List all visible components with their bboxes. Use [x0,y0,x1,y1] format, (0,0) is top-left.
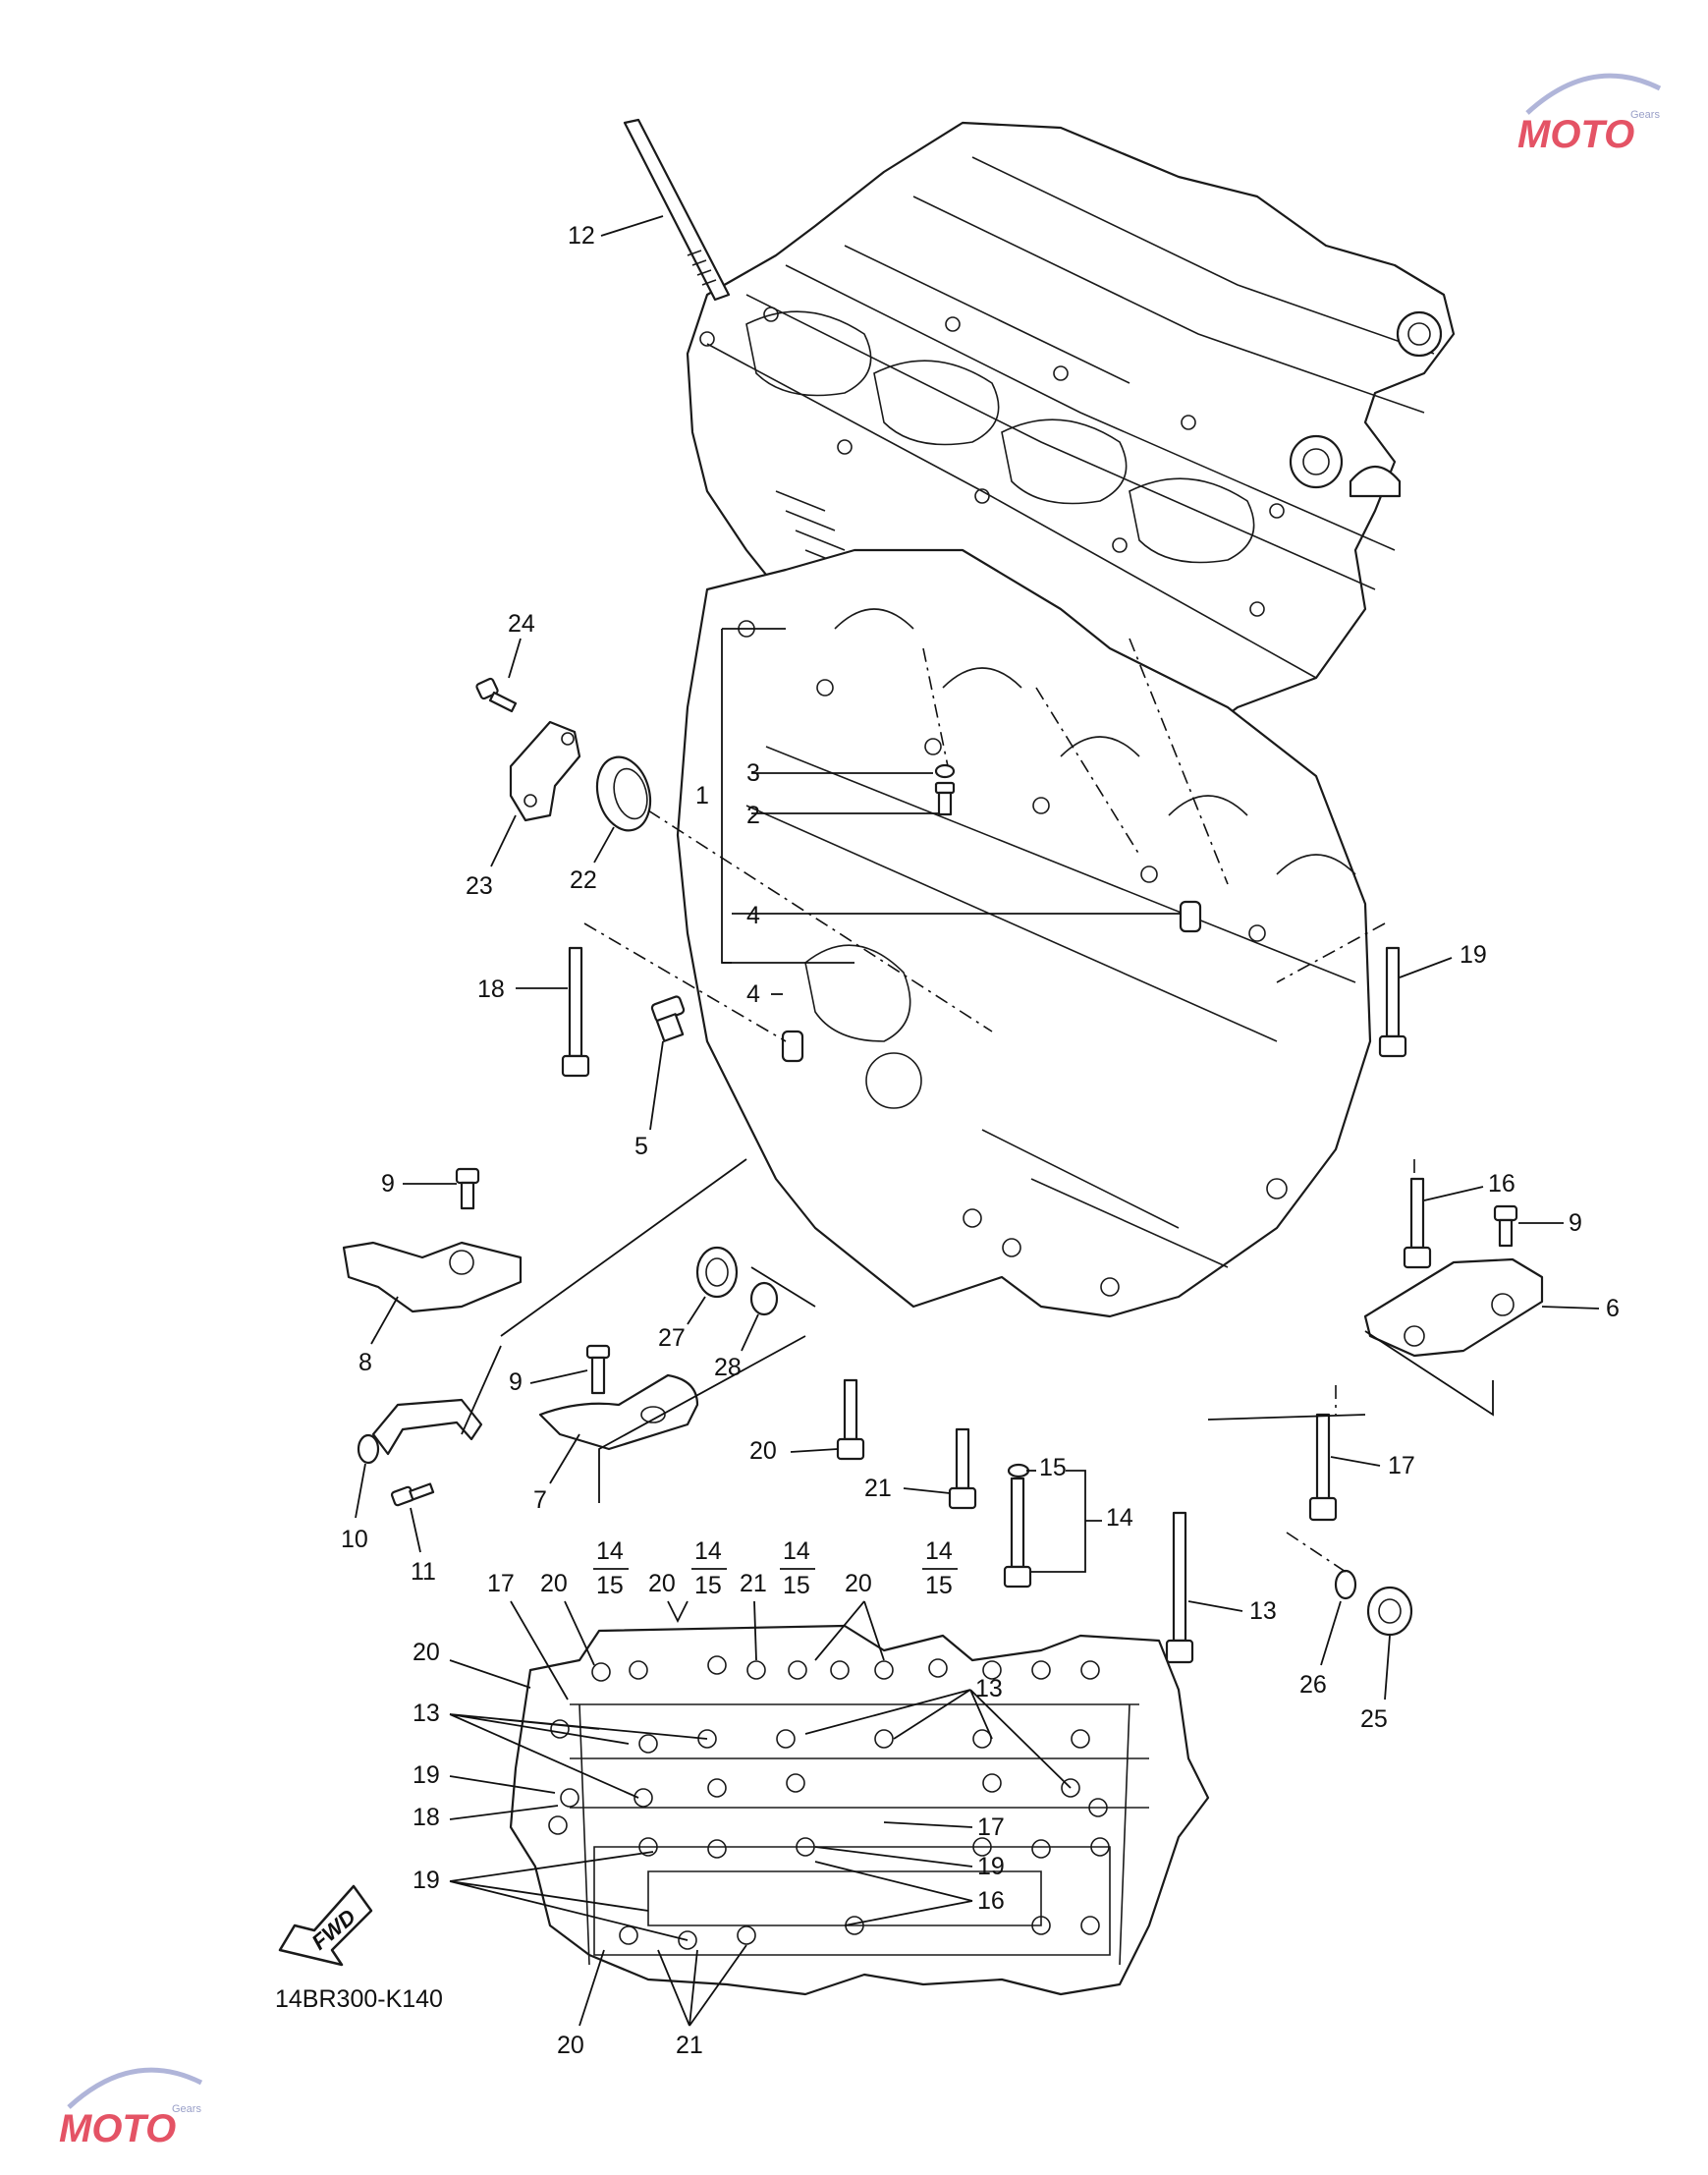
callout-15: 15 [1039,1454,1067,1481]
watermark-bottom-left: MOTO Gears [59,2067,203,2150]
watermark-brand-top: MOTO [1517,113,1634,156]
bolt-14 [1003,1477,1032,1589]
bolt-9b [1493,1204,1518,1248]
callout-2: 2 [746,802,760,829]
bolt-18 [561,946,590,1078]
callout-26: 26 [1299,1671,1327,1699]
bolt-16 [1403,1177,1432,1269]
clamp-10 [357,1398,483,1465]
watermark-top-right: MOTO Gears [1517,73,1662,156]
callout-9c: 9 [509,1368,523,1396]
bolt-21 [948,1427,977,1510]
pattern-20a: 20 [540,1570,568,1597]
pattern-15c: 15 [783,1572,810,1599]
gasket-26 [1334,1569,1357,1600]
pattern-13l: 13 [413,1700,440,1727]
stud-bolt-12 [623,118,731,302]
bolt-19 [1378,946,1407,1058]
callout-4b: 4 [746,980,760,1008]
bolt-17 [1308,1413,1338,1522]
callout-23: 23 [466,872,493,900]
callout-7: 7 [533,1486,547,1514]
callout-4a: 4 [746,902,760,929]
callout-22: 22 [570,866,597,894]
callout-19: 19 [1460,941,1487,969]
callout-1: 1 [695,782,709,809]
pattern-17: 17 [487,1570,515,1597]
bolt-9a [455,1167,480,1210]
callout-27: 27 [658,1324,686,1352]
pattern-20e: 20 [557,2032,584,2059]
callout-21: 21 [864,1475,892,1502]
bolt-9c [585,1344,611,1395]
watermark-sub-bottom: Gears [172,2103,201,2115]
callout-13: 13 [1249,1597,1277,1625]
pattern-17r: 17 [977,1813,1005,1841]
baffle-7 [538,1373,699,1451]
washer-3 [934,763,956,779]
pattern-19m: 19 [413,1867,440,1894]
pattern-21e: 21 [676,2032,703,2059]
oil-seal-22 [595,755,652,832]
callout-9b: 9 [1569,1209,1582,1237]
washer-15 [1007,1463,1030,1478]
pattern-14d: 14 [925,1537,953,1565]
callout-12: 12 [568,222,595,250]
screw-2 [934,781,956,816]
callout-9a: 9 [381,1170,395,1198]
bolt-11 [390,1482,435,1507]
bolt-pattern-view [509,1624,1210,1996]
pattern-14a: 14 [596,1537,624,1565]
callouts-bolt-pattern: 14 15 14 15 14 15 14 15 17 20 20 21 20 2… [413,1537,1072,2059]
callout-11: 11 [411,1558,436,1586]
callouts-exploded: 12 24 23 22 3 2 1 4 4 18 19 5 9 16 9 6 8… [341,215,1620,1733]
plug-5 [650,995,686,1042]
plug-27 [695,1246,739,1299]
part-code: 14BR300-K140 [275,1985,443,2013]
dowel-pin-4b [781,1030,804,1063]
gasket-28 [749,1281,779,1316]
clamp-23 [509,720,581,822]
bolt-13 [1165,1511,1194,1664]
callout-8: 8 [358,1349,372,1376]
callout-28: 28 [714,1354,742,1381]
callout-6: 6 [1606,1295,1620,1322]
callout-14: 14 [1106,1504,1133,1532]
dowel-pin-4a [1179,900,1202,933]
callout-17: 17 [1388,1452,1415,1479]
watermark-brand-bottom: MOTO [59,2107,176,2150]
pattern-20c: 20 [845,1570,872,1597]
pattern-18l: 18 [413,1804,440,1831]
pattern-14b: 14 [694,1537,722,1565]
plug-25 [1366,1586,1413,1637]
lower-crankcase [676,548,1372,1318]
pattern-15a: 15 [596,1572,624,1599]
callout-10: 10 [341,1526,368,1553]
callout-24: 24 [508,610,535,638]
pattern-20b: 20 [648,1570,676,1597]
bolt-24 [475,677,518,713]
fwd-arrow-icon: FWD [278,1884,373,1967]
pattern-16r: 16 [977,1887,1005,1915]
plate-8 [342,1241,523,1313]
assembly-lines [461,628,1494,1573]
callout-5: 5 [634,1133,648,1160]
pattern-20d: 20 [413,1639,440,1666]
pattern-19r: 19 [977,1853,1005,1880]
callout-3: 3 [746,759,760,787]
pattern-19l: 19 [413,1761,440,1789]
pattern-21: 21 [740,1570,767,1597]
bolt-20 [836,1378,865,1461]
watermark-sub-top: Gears [1630,109,1660,121]
callout-18: 18 [477,976,505,1003]
pattern-14c: 14 [783,1537,810,1565]
callout-16: 16 [1488,1170,1515,1198]
pattern-15d: 15 [925,1572,953,1599]
pattern-15b: 15 [694,1572,722,1599]
callout-25: 25 [1360,1705,1388,1733]
callout-20: 20 [749,1437,777,1465]
plate-6 [1363,1257,1544,1358]
